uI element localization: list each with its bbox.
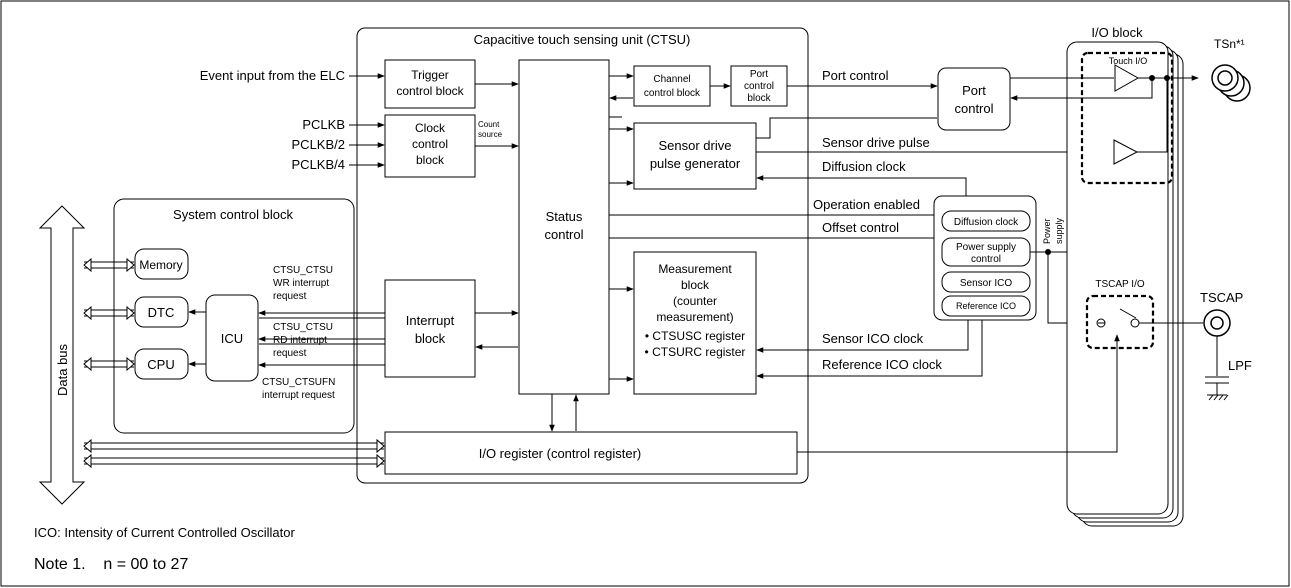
port-control-label-1: Port: [962, 83, 986, 98]
port-control-box: [937, 67, 1011, 131]
measurement-label-5: • CTSUSC register: [645, 329, 745, 343]
touch-io-label: Touch I/O: [1109, 56, 1148, 66]
wr-irq-label-2: WR interrupt: [273, 278, 329, 289]
power-supply-vertical-2: supply: [1054, 217, 1064, 244]
io-block: [1066, 41, 1169, 515]
sensor-ico-unit: [941, 271, 1031, 293]
status-label-2: control: [544, 227, 583, 242]
measurement-label-4: measurement): [656, 310, 733, 324]
pclkb-label: PCLKB: [302, 117, 345, 132]
memory-box: [134, 248, 189, 280]
reference-ico-unit: [941, 295, 1031, 317]
sensor-drive-label-1: Sensor drive: [659, 138, 732, 153]
reference-ico-label: Reference ICO: [956, 301, 1016, 311]
tscap-io-label: TSCAP I/O: [1095, 279, 1144, 290]
trigger-control-block: [384, 59, 476, 109]
touch-io-region: [1080, 51, 1174, 185]
cpu-label: CPU: [147, 357, 174, 372]
lpf-label: LPF: [1228, 358, 1252, 373]
tsn-label: TSn*¹: [1214, 37, 1245, 51]
io-register-label: I/O register (control register): [479, 446, 642, 461]
power-supply-label-1: Power supply: [956, 242, 1016, 253]
sensor-ico-label: Sensor ICO: [960, 278, 1012, 289]
clock-label-1: Clock: [415, 121, 446, 135]
trigger-label-2: control block: [396, 84, 464, 98]
note-1-text: n = 00 to 27: [103, 556, 189, 573]
measurement-label-2: block: [681, 278, 710, 292]
ground-icon: [1208, 394, 1229, 401]
diffusion-clock-unit-label: Diffusion clock: [954, 217, 1019, 228]
port-ctrl-block-label-1: Port: [750, 69, 769, 80]
tscap-label: TSCAP: [1200, 290, 1243, 305]
pclkb2-label: PCLKB/2: [292, 137, 345, 152]
status-control-block: [518, 59, 610, 395]
sensor-drive-label-2: pulse generator: [650, 156, 741, 171]
event-input-label: Event input from the ELC: [200, 68, 345, 83]
measurement-block: [633, 251, 757, 395]
tscap-io-region: [1085, 294, 1155, 350]
note-1-label: Note 1.: [34, 556, 86, 573]
cpu-box: [134, 348, 189, 380]
channel-label-2: control block: [644, 88, 701, 99]
count-source-label-1: Count: [478, 120, 500, 129]
measurement-label-6: • CTSURC register: [645, 345, 746, 359]
trigger-label-1: Trigger: [411, 68, 449, 82]
wr-irq-label-3: request: [273, 291, 307, 302]
channel-label-1: Channel: [653, 74, 690, 85]
pclkb4-label: PCLKB/4: [292, 157, 345, 172]
port-control-signal-label: Port control: [822, 68, 889, 83]
status-label-1: Status: [546, 209, 583, 224]
icu-label: ICU: [221, 331, 243, 346]
operation-enabled-label: Operation enabled: [813, 197, 920, 212]
interrupt-label-2: block: [415, 331, 446, 346]
bus-connections: [84, 261, 384, 465]
note-1: Note 1. n = 00 to 27: [34, 556, 188, 574]
rd-irq-label-3: request: [273, 348, 307, 359]
data-bus-arrow: [38, 205, 86, 505]
power-supply-label-2: control: [971, 254, 1001, 265]
clock-control-block: [384, 114, 476, 178]
system-title: System control block: [173, 207, 293, 222]
power-supply-vertical-1: Power: [1042, 218, 1052, 244]
channel-control-block: [633, 65, 711, 107]
fn-irq-label-2: interrupt request: [262, 390, 335, 401]
dtc-label: DTC: [148, 305, 175, 320]
output-buffer-icon: [1114, 64, 1140, 92]
diffusion-clock-unit: [941, 210, 1031, 232]
icu-box: [205, 294, 259, 382]
memory-label: Memory: [139, 258, 182, 272]
measurement-label-3: (counter: [673, 294, 717, 308]
fn-irq-label-1: CTSU_CTSUFN: [262, 377, 335, 388]
diffusion-clock-signal-label: Diffusion clock: [822, 159, 906, 174]
clock-label-3: block: [416, 153, 445, 167]
sensor-drive-pulse-generator: [633, 122, 757, 190]
data-bus-label: Data bus: [55, 343, 70, 396]
sensor-ico-clock-label: Sensor ICO clock: [822, 331, 924, 346]
port-control-label-2: control: [954, 101, 993, 116]
sensor-drive-pulse-label: Sensor drive pulse: [822, 135, 930, 150]
reference-ico-clock-label: Reference ICO clock: [822, 357, 942, 372]
port-ctrl-block-label-3: block: [747, 93, 771, 104]
offset-control-label: Offset control: [822, 220, 899, 235]
count-source-label-2: source: [478, 130, 503, 139]
port-ctrl-block-label-2: control: [744, 81, 774, 92]
io-block-label: I/O block: [1091, 25, 1143, 40]
wr-irq-label-1: CTSU_CTSU: [273, 265, 333, 276]
port-control-block-inner: [730, 65, 788, 107]
measurement-label-1: Measurement: [658, 262, 732, 276]
rd-irq-label-2: RD interrupt: [273, 335, 327, 346]
rd-irq-label-1: CTSU_CTSU: [273, 322, 333, 333]
io-register-block: [384, 431, 798, 475]
ico-note: ICO: Intensity of Current Controlled Osc…: [34, 525, 295, 540]
tscap-switch-icon: [1119, 308, 1137, 319]
interrupt-label-1: Interrupt: [406, 313, 455, 328]
ctsu-title: Capacitive touch sensing unit (CTSU): [474, 32, 691, 47]
dtc-box: [134, 296, 189, 328]
drive-buffer-icon: [1113, 139, 1139, 165]
clock-label-2: control: [412, 137, 448, 151]
interrupt-block: [384, 279, 476, 378]
